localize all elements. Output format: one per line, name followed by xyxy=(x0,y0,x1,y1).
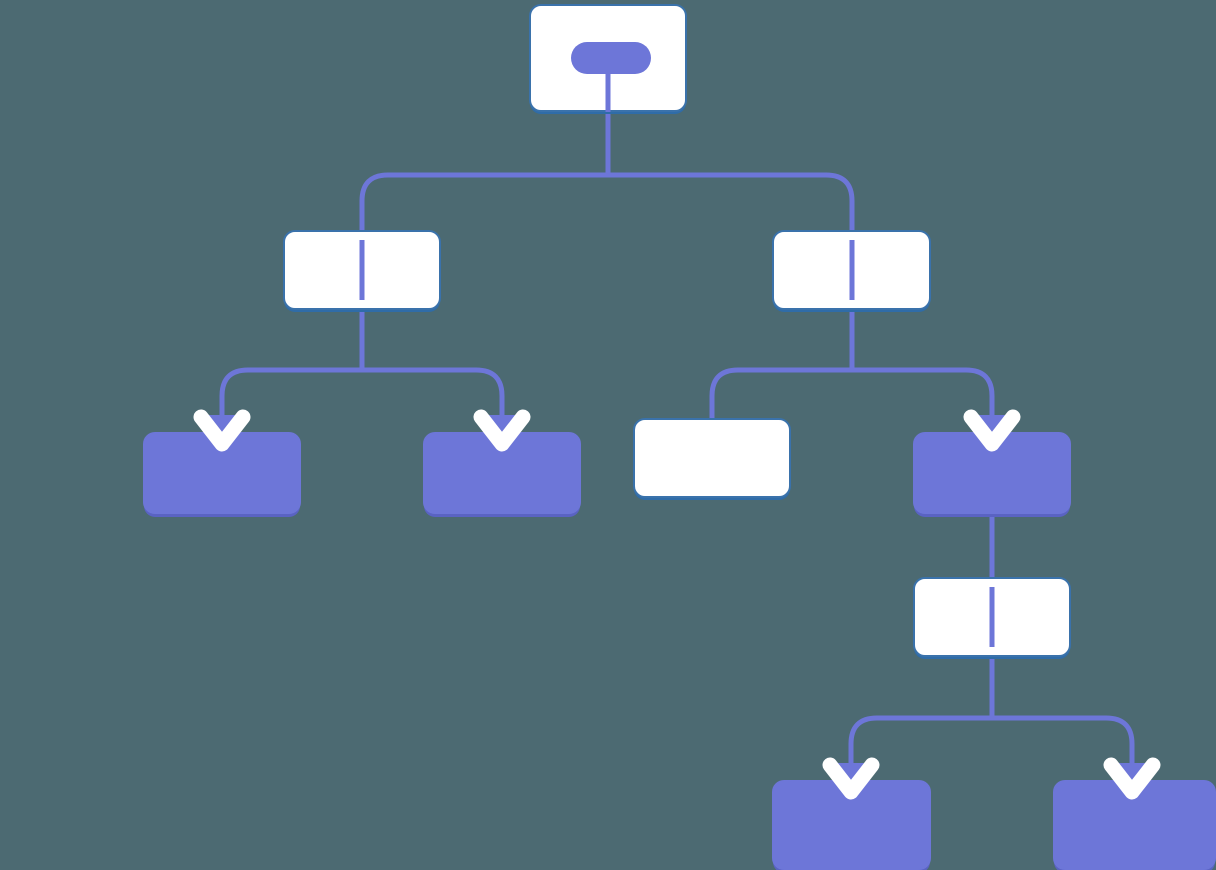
edge-level2-left-to-a xyxy=(219,310,365,445)
edge-level4-to-level5-left xyxy=(848,657,995,793)
level4-node[interactable] xyxy=(913,577,1071,657)
level3-node-d[interactable] xyxy=(913,432,1071,514)
level3-node-c[interactable] xyxy=(633,418,791,498)
root-node[interactable] xyxy=(529,4,687,112)
level5-right-node[interactable] xyxy=(1053,780,1216,870)
level2-right-node[interactable] xyxy=(772,230,931,310)
level3-node-b[interactable] xyxy=(423,432,581,514)
level2-left-node[interactable] xyxy=(283,230,441,310)
level3-node-a[interactable] xyxy=(143,432,301,514)
root-node-label-pill xyxy=(571,42,651,74)
edge-level2-right-to-c xyxy=(709,310,855,425)
level5-left-node[interactable] xyxy=(772,780,931,870)
